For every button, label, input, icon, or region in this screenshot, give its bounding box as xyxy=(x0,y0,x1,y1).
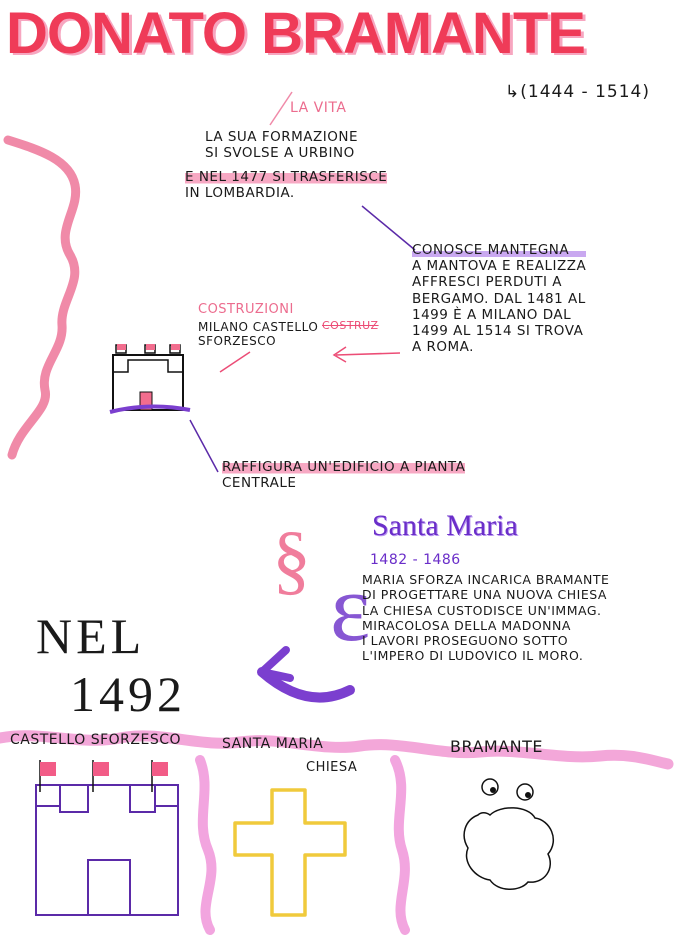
section-sign-icon: § xyxy=(272,515,311,602)
vita-heading: LA VITA xyxy=(290,100,347,116)
vita-text-2: E NEL 1477 SI TRASFERISCE IN LOMBARDIA. xyxy=(185,169,388,202)
raffigura-line: RAFFIGURA UN'EDIFICIO A PIANTA xyxy=(222,459,466,476)
nel-1492: NEL 1492 xyxy=(36,608,186,723)
costruzioni-line: MILANO CASTELLO xyxy=(198,320,319,334)
vita-line: SI SVOLSE A URBINO xyxy=(205,144,355,161)
curved-arrow-icon xyxy=(257,646,355,703)
santa-line: L'IMPERO DI LUDOVICO IL MORO. xyxy=(362,648,584,664)
separator-1 xyxy=(195,755,217,935)
small-castle-icon xyxy=(109,344,191,414)
santa-maria-title: Santa Maria xyxy=(372,509,518,542)
vita-text: LA SUA FORMAZIONE SI SVOLSE A URBINO xyxy=(205,129,358,162)
cross-icon xyxy=(233,788,347,917)
santa-line: MIRACOLOSA DELLA MADONNA xyxy=(362,617,571,633)
costruzioni-line: SFORZESCO xyxy=(198,334,277,349)
mantegna-line: BERGAMO. DAL 1481 AL xyxy=(412,290,586,307)
nel-word: NEL xyxy=(36,608,146,664)
vita-line: LA SUA FORMAZIONE xyxy=(205,129,358,145)
raffigura-connector xyxy=(189,419,219,473)
mantegna-line: CONOSCE MANTEGNA xyxy=(412,242,587,259)
label-castello: CASTELLO SFORZESCO xyxy=(10,732,182,748)
vita-line: E NEL 1477 SI TRASFERISCE xyxy=(185,169,388,186)
vita-connector xyxy=(269,91,293,126)
costruzioni-connector xyxy=(219,351,251,373)
mantegna-connector xyxy=(361,205,416,251)
mantegna-line: 1499 È A MILANO DAL xyxy=(412,306,572,323)
life-dates: ↳(1444 - 1514) xyxy=(505,82,650,102)
costruzioni-heading: COSTRUZIONI xyxy=(198,302,294,317)
nel-year: 1492 xyxy=(70,665,186,722)
label-santa-maria: SANTA MARIA xyxy=(222,736,324,752)
mantegna-text: CONOSCE MANTEGNA A MANTOVA E REALIZZA AF… xyxy=(412,242,587,356)
mantegna-line: AFFRESCI PERDUTI A xyxy=(412,274,563,291)
santa-line: I LAVORI PROSEGUONO SOTTO xyxy=(362,633,569,648)
vita-line: IN LOMBARDIA. xyxy=(185,184,295,201)
arrow-left-icon xyxy=(332,346,401,363)
left-wavy-line xyxy=(3,135,81,460)
raffigura-line: CENTRALE xyxy=(222,474,297,491)
mantegna-line: A MANTOVA E REALIZZA xyxy=(412,258,587,275)
mantegna-line: A ROMA. xyxy=(412,339,474,356)
santa-line: DI PROGETTARE UNA NUOVA CHIESA xyxy=(362,587,607,603)
crossed-word: COSTRUZ xyxy=(322,319,379,332)
purple-brace-icon: ε xyxy=(330,554,370,661)
big-castle-icon xyxy=(35,760,179,916)
santa-maria-dates: 1482 - 1486 xyxy=(370,552,461,568)
separator-2 xyxy=(390,755,410,935)
label-bramante: BRAMANTE xyxy=(450,737,543,756)
costruzioni-text: MILANO CASTELLO SFORZESCO xyxy=(198,320,318,348)
bramante-face-icon xyxy=(463,778,554,890)
mantegna-line: 1499 AL 1514 SI TROVA xyxy=(412,322,584,339)
santa-line: MARIA SFORZA INCARICA BRAMANTE xyxy=(362,572,610,587)
santa-line: LA CHIESA CUSTODISCE UN'IMMAG. xyxy=(362,602,602,618)
bottom-wavy-band xyxy=(0,730,674,770)
label-chiesa: CHIESA xyxy=(306,760,358,775)
raffigura-text: RAFFIGURA UN'EDIFICIO A PIANTA CENTRALE xyxy=(222,459,466,492)
santa-maria-text: MARIA SFORZA INCARICA BRAMANTE DI PROGET… xyxy=(362,572,609,664)
page-title: DONATO BRAMANTE xyxy=(6,1,586,66)
